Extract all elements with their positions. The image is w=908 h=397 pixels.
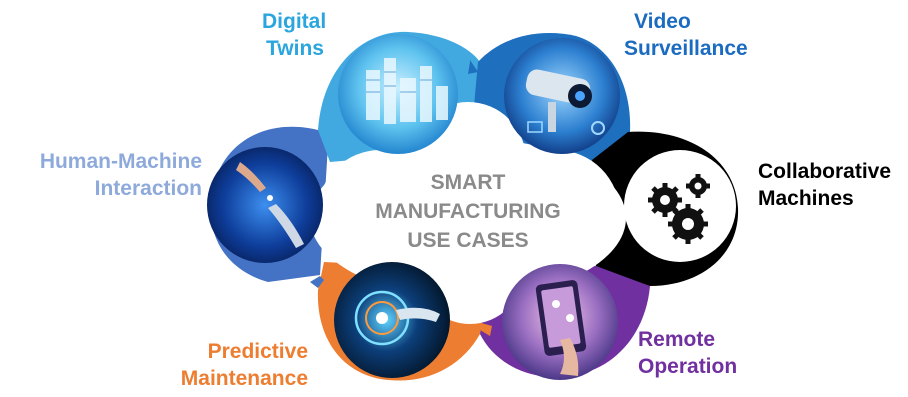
- label-digital-twins-line-2: Twins: [266, 37, 324, 60]
- label-video-surveillance: Video Surveillance: [624, 8, 748, 62]
- label-predictive-maintenance-line-1: Predictive: [207, 340, 308, 363]
- digital-twins-city-icon: [338, 34, 458, 154]
- label-remote-operation: Remote Operation: [638, 326, 737, 380]
- label-remote-operation-line-2: Operation: [638, 355, 738, 378]
- label-collaborative-machines-line-1: Collaborative: [758, 160, 892, 183]
- label-video-surveillance-line-2: Surveillance: [624, 37, 748, 60]
- touch-hud-icon: [334, 262, 450, 378]
- label-digital-twins-line-1: Digital: [262, 10, 327, 33]
- label-human-machine-interaction-line-2: Interaction: [94, 177, 202, 200]
- label-digital-twins: Digital Twins: [262, 8, 326, 62]
- label-collaborative-machines-line-2: Machines: [758, 187, 854, 210]
- label-predictive-maintenance: Predictive Maintenance: [160, 338, 308, 392]
- label-remote-operation-line-1: Remote: [638, 328, 716, 351]
- center-title-line-1: SMART: [430, 171, 506, 194]
- gears-icon: [624, 150, 736, 262]
- label-human-machine-interaction: Human-Machine Interaction: [8, 148, 202, 202]
- security-camera-icon: [504, 38, 620, 154]
- label-predictive-maintenance-line-2: Maintenance: [180, 367, 308, 390]
- center-title-line-2: MANUFACTURING: [375, 200, 561, 223]
- label-video-surveillance-line-1: Video: [634, 10, 691, 33]
- center-title: SMART MANUFACTURING USE CASES: [368, 168, 568, 255]
- center-title-line-3: USE CASES: [407, 229, 529, 252]
- label-human-machine-interaction-line-1: Human-Machine: [39, 150, 202, 173]
- tablet-hand-icon: [502, 264, 618, 380]
- robot-hand-icon: [207, 147, 323, 263]
- puzzle-notches: [310, 60, 644, 336]
- label-collaborative-machines: Collaborative Machines: [758, 158, 891, 212]
